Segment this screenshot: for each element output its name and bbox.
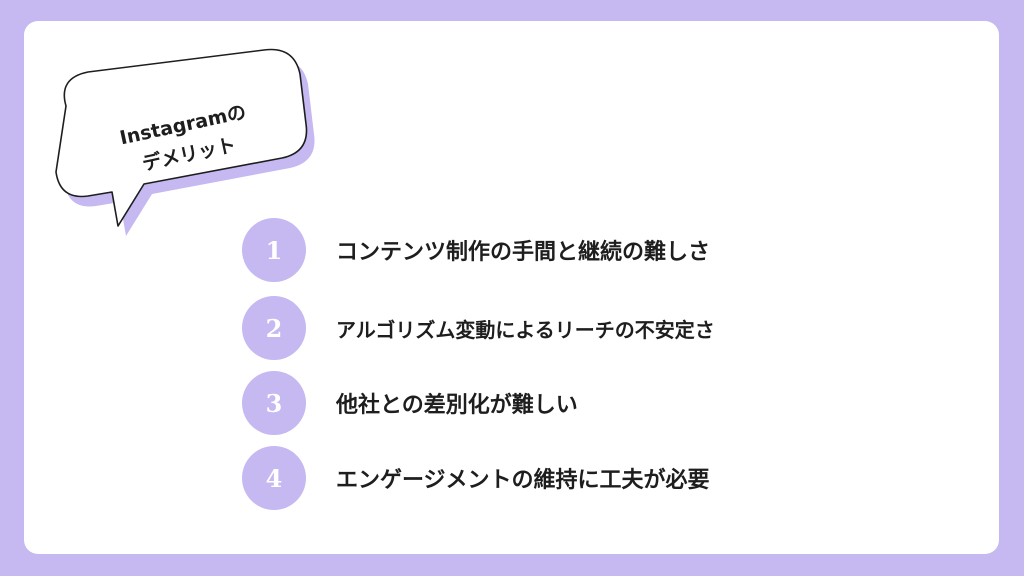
item-label: アルゴリズム変動によるリーチの不安定さ <box>336 317 715 342</box>
number-badge: 1 <box>242 218 306 282</box>
list-item: 4 エンゲージメントの維持に工夫が必要 <box>242 446 710 510</box>
item-label: コンテンツ制作の手間と継続の難しさ <box>336 240 711 265</box>
list-item: 2 アルゴリズム変動によるリーチの不安定さ <box>242 296 715 360</box>
list-item: 3 他社との差別化が難しい <box>242 371 578 435</box>
item-label: エンゲージメントの維持に工夫が必要 <box>336 468 710 493</box>
number-badge: 2 <box>242 296 306 360</box>
item-label: 他社との差別化が難しい <box>336 393 578 418</box>
list-item: 1 コンテンツ制作の手間と継続の難しさ <box>242 218 710 282</box>
number-badge: 3 <box>242 371 306 435</box>
number-badge: 4 <box>242 446 306 510</box>
speech-bubble: Instagramの デメリット <box>44 48 334 248</box>
speech-bubble-shape <box>55 48 315 236</box>
